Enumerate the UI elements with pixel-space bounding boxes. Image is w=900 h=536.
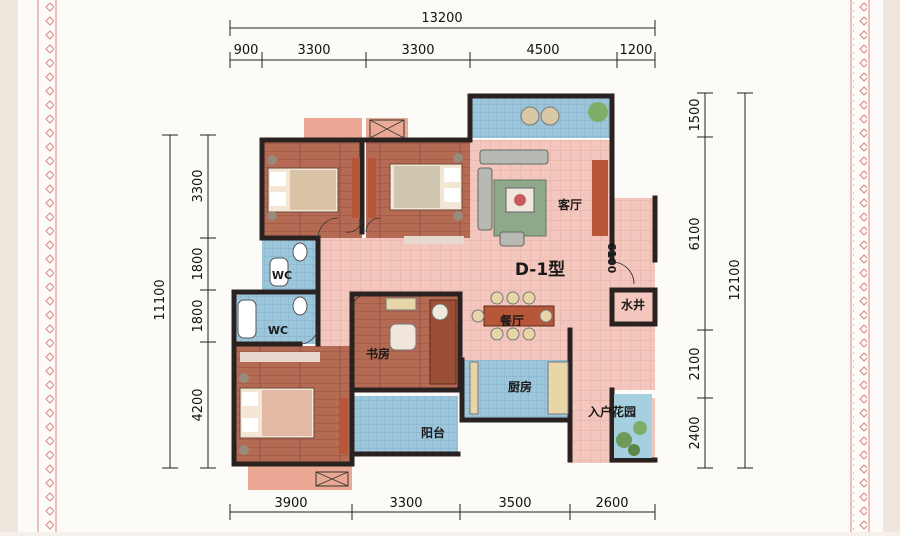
dim-top-total: 13200 [421,11,462,26]
dim-left-total: 11100 [153,279,168,320]
label-water-well: 水井 [621,297,645,312]
ac-unit-cross [369,119,405,139]
label-wc-lower: WC [268,324,288,337]
wardrobe-upper-left [352,158,360,218]
label-balcony: 阳台 [421,425,445,440]
label-kitchen: 厨房 [508,379,532,394]
water-well-area [612,290,655,324]
label-living-room: 客厅 [557,197,582,212]
dim-left-seg-3: 1800 [191,299,206,332]
unit-type-label: D-1型 [515,259,565,280]
wardrobe-upper-right [368,158,376,218]
label-wc-upper: WC [272,269,292,282]
dim-right-seg-3: 2100 [688,347,703,380]
dim-bottom-seg-1: 3900 [274,496,307,511]
study-desk [385,297,457,385]
entry-garden-plants [614,394,652,458]
balcony-floor [352,396,458,454]
wc-lower-fixtures [237,296,308,339]
dim-bottom-seg-2: 3300 [389,496,422,511]
dim-top-seg-1: 900 [234,43,259,58]
dim-right-total: 12100 [728,259,743,300]
wc-upper-fixtures [269,242,308,287]
top-balcony-floor [470,96,610,138]
walls [231,93,658,467]
dim-right-seg-1: 1500 [688,98,703,131]
bed-upper-left [267,155,339,221]
top-balcony-decor [520,102,608,126]
dresser-lower [340,398,348,454]
dim-top-seg-3: 3300 [401,43,434,58]
dimension-lines [162,20,753,520]
bed-upper-right [389,153,463,221]
ac-unit-bottom-cross [315,471,349,487]
room-labels: 客厅 餐厅 书房 厨房 阳台 入户花园 水井 WC WC [268,197,645,440]
dim-top-seg-2: 3300 [297,43,330,58]
dim-bottom-seg-3: 3500 [498,496,531,511]
dim-right-seg-4: 2400 [688,416,703,449]
kitchen-counter-left [469,361,479,415]
kitchen-counter-right [547,361,569,415]
dim-top-seg-5: 1200 [619,43,652,58]
door-swings [299,217,635,345]
dim-left-seg-1: 3300 [191,169,206,202]
right-ornament-border [853,0,867,532]
dim-top-seg-4: 4500 [526,43,559,58]
dim-right-seg-2: 6100 [688,217,703,250]
dim-left-seg-4: 4200 [191,388,206,421]
dining-table [471,291,555,341]
bay-window-upper-left [304,118,362,140]
ac-unit-bottom [315,471,349,487]
left-ornament-border [40,0,54,532]
dim-left-seg-2: 1800 [191,247,206,280]
closet-strip [404,236,464,244]
label-dining-room: 餐厅 [500,313,524,328]
label-study: 书房 [366,346,390,361]
label-corridor-mark: 6100 [605,243,618,274]
dimension-labels: 13200 900 3300 3300 4500 1200 3900 3300 … [153,11,743,511]
bed-lower [239,352,320,455]
dim-bottom-seg-4: 2600 [595,496,628,511]
tv-cabinet [592,160,608,236]
label-entry-garden: 入户花园 [588,404,636,419]
living-sofa-set [477,149,549,247]
